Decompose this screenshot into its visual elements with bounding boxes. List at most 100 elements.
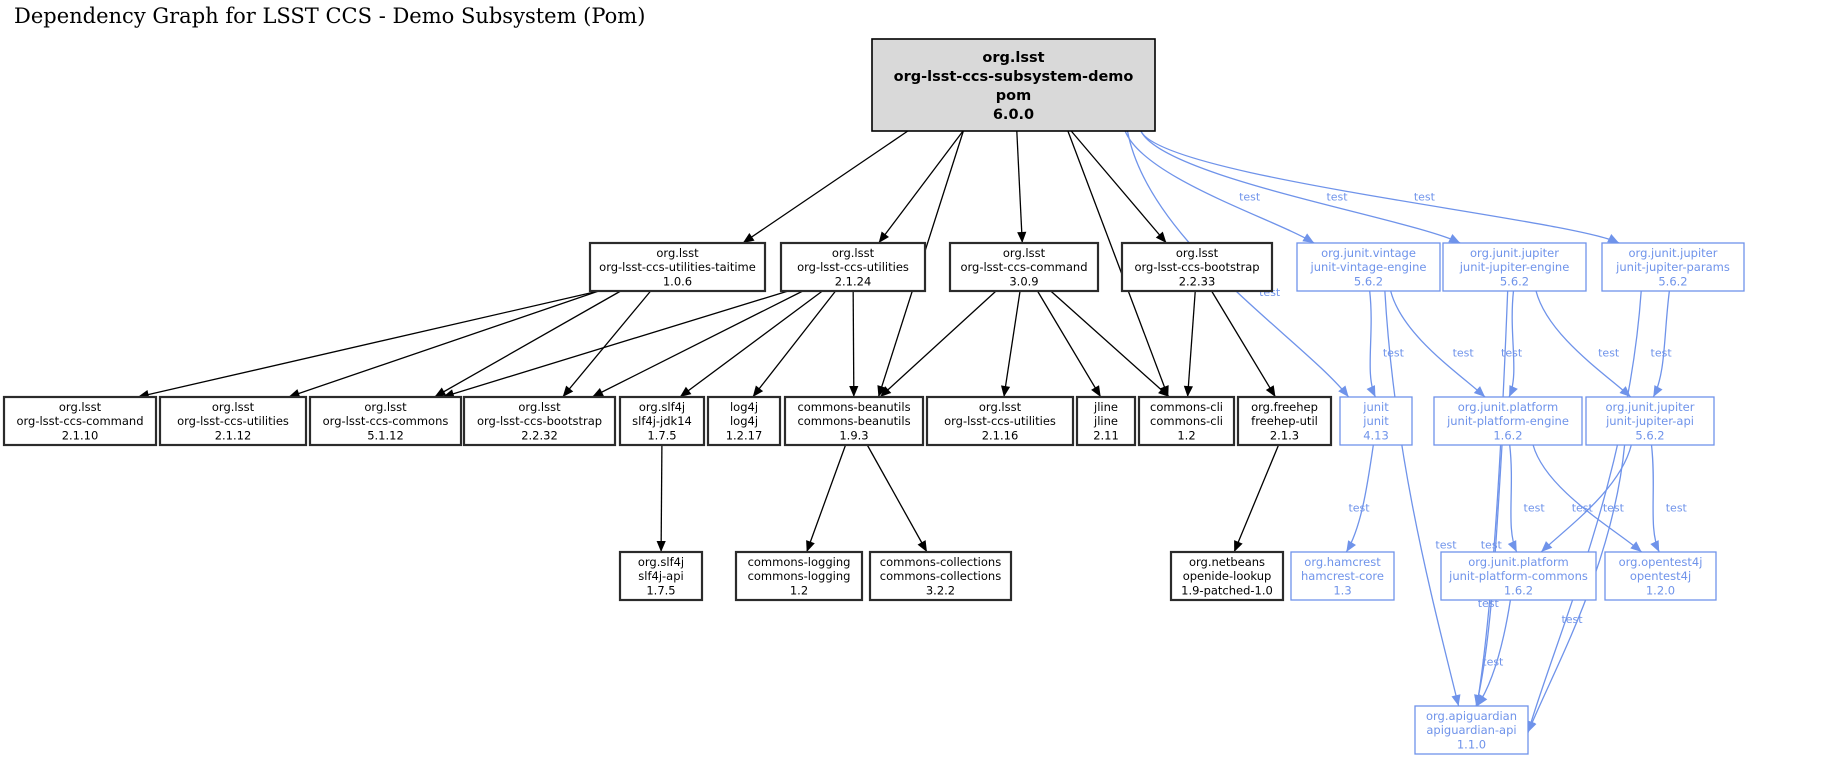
node-line: jline	[1093, 400, 1118, 414]
graph-node-taitime[interactable]: org.lsstorg-lsst-ccs-utilities-taitime1.…	[588, 241, 767, 293]
node-line: 2.1.12	[215, 428, 252, 442]
edge-arrowhead	[1541, 541, 1553, 552]
node-line: junit	[1362, 414, 1389, 428]
graph-edge-freehep-to-netbeans	[1233, 444, 1280, 553]
graph-edge-junit413-to-hamcrest	[1345, 444, 1374, 553]
graph-edge-jupapi-to-apiguardian	[1527, 444, 1626, 733]
node-box	[618, 395, 706, 447]
node-line: hamcrest-core	[1301, 569, 1384, 583]
node-line: pom	[996, 88, 1031, 104]
node-line: 1.2.0	[1646, 583, 1675, 597]
node-line: slf4j-jdk14	[632, 414, 692, 428]
node-line: 3.0.9	[1009, 274, 1038, 288]
node-line: 5.6.2	[1354, 274, 1383, 288]
node-box	[1236, 395, 1333, 447]
graph-edge-jupengine-to-platengine	[1508, 290, 1515, 398]
node-line: org-lsst-ccs-bootstrap	[1134, 260, 1259, 274]
node-box	[1601, 242, 1745, 292]
node-line: 2.2.33	[1179, 274, 1216, 288]
edge-label-test: test	[1348, 501, 1370, 514]
node-line: 2.11	[1093, 428, 1119, 442]
node-box	[1604, 551, 1717, 601]
node-line: 5.6.2	[1500, 274, 1529, 288]
edge-label-test: test	[1414, 190, 1436, 203]
edge-arrowhead	[849, 385, 859, 397]
edge-arrowhead	[1507, 540, 1517, 552]
edge-label-test: test	[1666, 501, 1688, 514]
graph-edge-command309-to-commonscli	[1050, 290, 1170, 398]
graph-node-root[interactable]: org.lsstorg-lsst-ccs-subsystem-demopom6.…	[871, 38, 1156, 132]
graph-edge-platengine-to-opentest4j	[1532, 444, 1643, 553]
node-line: 2.1.24	[835, 274, 872, 288]
graph-node-commonscollections[interactable]: commons-collectionscommons-collections3.…	[868, 550, 1013, 602]
edge-label-test: test	[1524, 501, 1546, 514]
node-line: commons-logging	[748, 555, 851, 569]
edge-arrowhead	[1302, 233, 1315, 243]
edge-arrowhead	[592, 387, 604, 397]
edge-arrowhead	[877, 385, 887, 397]
edge-arrowhead	[1346, 540, 1356, 552]
edge-label-test: test	[1598, 347, 1620, 360]
graph-node-netbeans[interactable]: org.netbeansopenide-lookup1.9-patched-1.…	[1169, 550, 1285, 602]
node-box	[158, 395, 308, 447]
node-box	[1137, 395, 1236, 447]
node-line: org.lsst	[364, 400, 407, 414]
node-line: commons-collections	[880, 555, 1001, 569]
node-line: org.freehep	[1251, 400, 1318, 414]
node-line: jline	[1093, 414, 1118, 428]
node-line: 1.3	[1333, 583, 1351, 597]
graph-edge-vintage-to-apiguardian	[1384, 290, 1460, 707]
edge-arrowhead	[656, 540, 666, 552]
graph-edge-taitime-to-utilities2112	[288, 290, 599, 398]
node-line: 5.6.2	[1658, 274, 1687, 288]
edge-arrowhead	[752, 385, 764, 397]
node-line: log4j	[730, 400, 758, 414]
node-line: org-lsst-ccs-utilities	[797, 260, 909, 274]
graph-edge-jupengine-to-jupapi	[1535, 290, 1632, 398]
node-line: org-lsst-ccs-command	[960, 260, 1087, 274]
graph-node-vintage[interactable]: org.junit.vintagejunit-vintage-engine5.6…	[1296, 242, 1441, 292]
node-box	[1296, 242, 1441, 292]
graph-edge-root-to-utilities2124	[878, 130, 964, 244]
graph-edge-utilities2124-to-commons5112	[442, 290, 789, 398]
node-line: org.slf4j	[639, 400, 685, 414]
edge-label-test: test	[1482, 656, 1504, 669]
graph-edge-platengine-to-platcommons	[1509, 444, 1518, 553]
graph-node-jupparams[interactable]: org.junit.jupiterjunit-jupiter-params5.6…	[1601, 242, 1745, 292]
graph-edge-vintage-to-platengine	[1390, 290, 1486, 398]
graph-node-platengine[interactable]: org.junit.platformjunit-platform-engine1…	[1433, 396, 1583, 446]
node-box	[1414, 705, 1529, 755]
node-box	[1075, 395, 1137, 447]
edge-arrowhead	[1001, 385, 1011, 397]
node-line: openide-lookup	[1183, 569, 1272, 583]
node-line: 1.6.2	[1493, 428, 1522, 442]
edge-label-test: test	[1561, 613, 1583, 626]
graph-node-platcommons[interactable]: org.junit.platformjunit-platform-commons…	[1440, 551, 1597, 601]
node-box	[783, 395, 925, 447]
graph-edge-root-to-commonscli	[1067, 130, 1169, 398]
graph-node-jupengine[interactable]: org.junit.jupiterjunit-jupiter-engine5.6…	[1442, 242, 1587, 292]
edge-arrowhead	[1183, 385, 1193, 397]
edge-arrowhead	[742, 233, 755, 243]
